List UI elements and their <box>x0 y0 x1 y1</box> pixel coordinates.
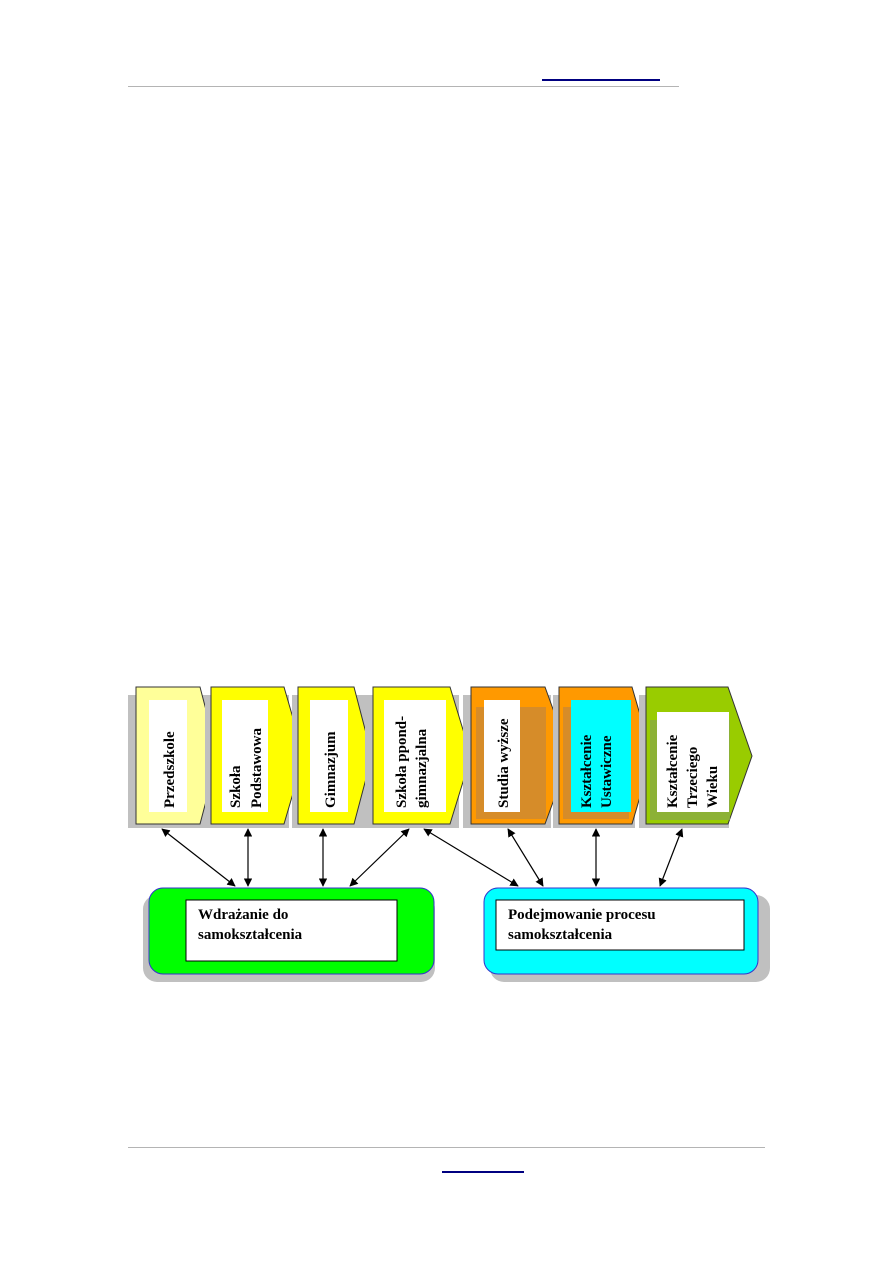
stage-szkola-ponadgimnazjalna: Szkoła ppond- gimnazjalna <box>365 686 472 828</box>
stage-label: Przedszkole <box>162 731 178 808</box>
stage-label: Studia wyższe <box>496 718 512 808</box>
stage-label-line2: gimnazjalna <box>414 728 430 808</box>
svg-text:Podejmowanie procesu: Podejmowanie procesu <box>508 907 656 923</box>
stage-ksztalcenie-ustawiczne: Kształcenie Ustawiczne <box>553 686 653 828</box>
stage-szkola-podstawowa: Szkoła Podstawowa <box>205 686 305 828</box>
stage-przedszkole: Przedszkole <box>128 686 219 828</box>
svg-text:Kształcenie: Kształcenie <box>579 734 595 808</box>
svg-text:Podstawowa: Podstawowa <box>249 727 265 808</box>
stage-label-line3: Wieku <box>705 766 721 808</box>
svg-text:Kształcenie: Kształcenie <box>665 734 681 808</box>
svg-text:Ustawiczne: Ustawiczne <box>599 735 615 808</box>
svg-text:samokształcenia: samokształcenia <box>198 927 303 943</box>
group-wdrazanie: Wdrażanie do samokształcenia <box>143 887 435 982</box>
svg-text:Wieku: Wieku <box>705 766 721 808</box>
svg-text:Szkoła: Szkoła <box>228 765 244 808</box>
group-label-line2: samokształcenia <box>508 927 613 943</box>
group-label-line1: Podejmowanie procesu <box>508 907 656 923</box>
stage-label-line1: Szkoła <box>228 765 244 808</box>
stage-label-line2: Ustawiczne <box>599 735 615 808</box>
svg-text:Wdrażanie do: Wdrażanie do <box>198 907 288 923</box>
svg-text:Szkoła ppond-: Szkoła ppond- <box>394 716 410 808</box>
stage-label-line1: Kształcenie <box>579 734 595 808</box>
group-label-line2: samokształcenia <box>198 927 303 943</box>
svg-text:samokształcenia: samokształcenia <box>508 927 613 943</box>
stage-studia-wyzsze: Studia wyższe <box>463 686 571 828</box>
footer-rule <box>128 1147 765 1148</box>
footer-link[interactable] <box>442 1171 524 1173</box>
stage-label-line2: Podstawowa <box>249 727 265 808</box>
stage-label-line1: Szkoła ppond- <box>394 716 410 808</box>
group-podejmowanie: Podejmowanie procesu samokształcenia <box>483 887 770 982</box>
connector-arrows <box>161 828 684 887</box>
stage-ksztalcenie-trzeciego-wieku: Kształcenie Trzeciego Wieku <box>639 686 753 828</box>
svg-text:gimnazjalna: gimnazjalna <box>414 728 430 808</box>
stage-label-line1: Kształcenie <box>665 734 681 808</box>
stage-label: Gimnazjum <box>323 731 339 808</box>
svg-text:Trzeciego: Trzeciego <box>685 747 701 808</box>
header-link[interactable] <box>542 79 660 81</box>
header-rule <box>128 86 679 87</box>
stage-gimnazjum: Gimnazjum <box>292 686 373 828</box>
stage-label-line2: Trzeciego <box>685 747 701 808</box>
group-label-line1: Wdrażanie do <box>198 907 288 923</box>
